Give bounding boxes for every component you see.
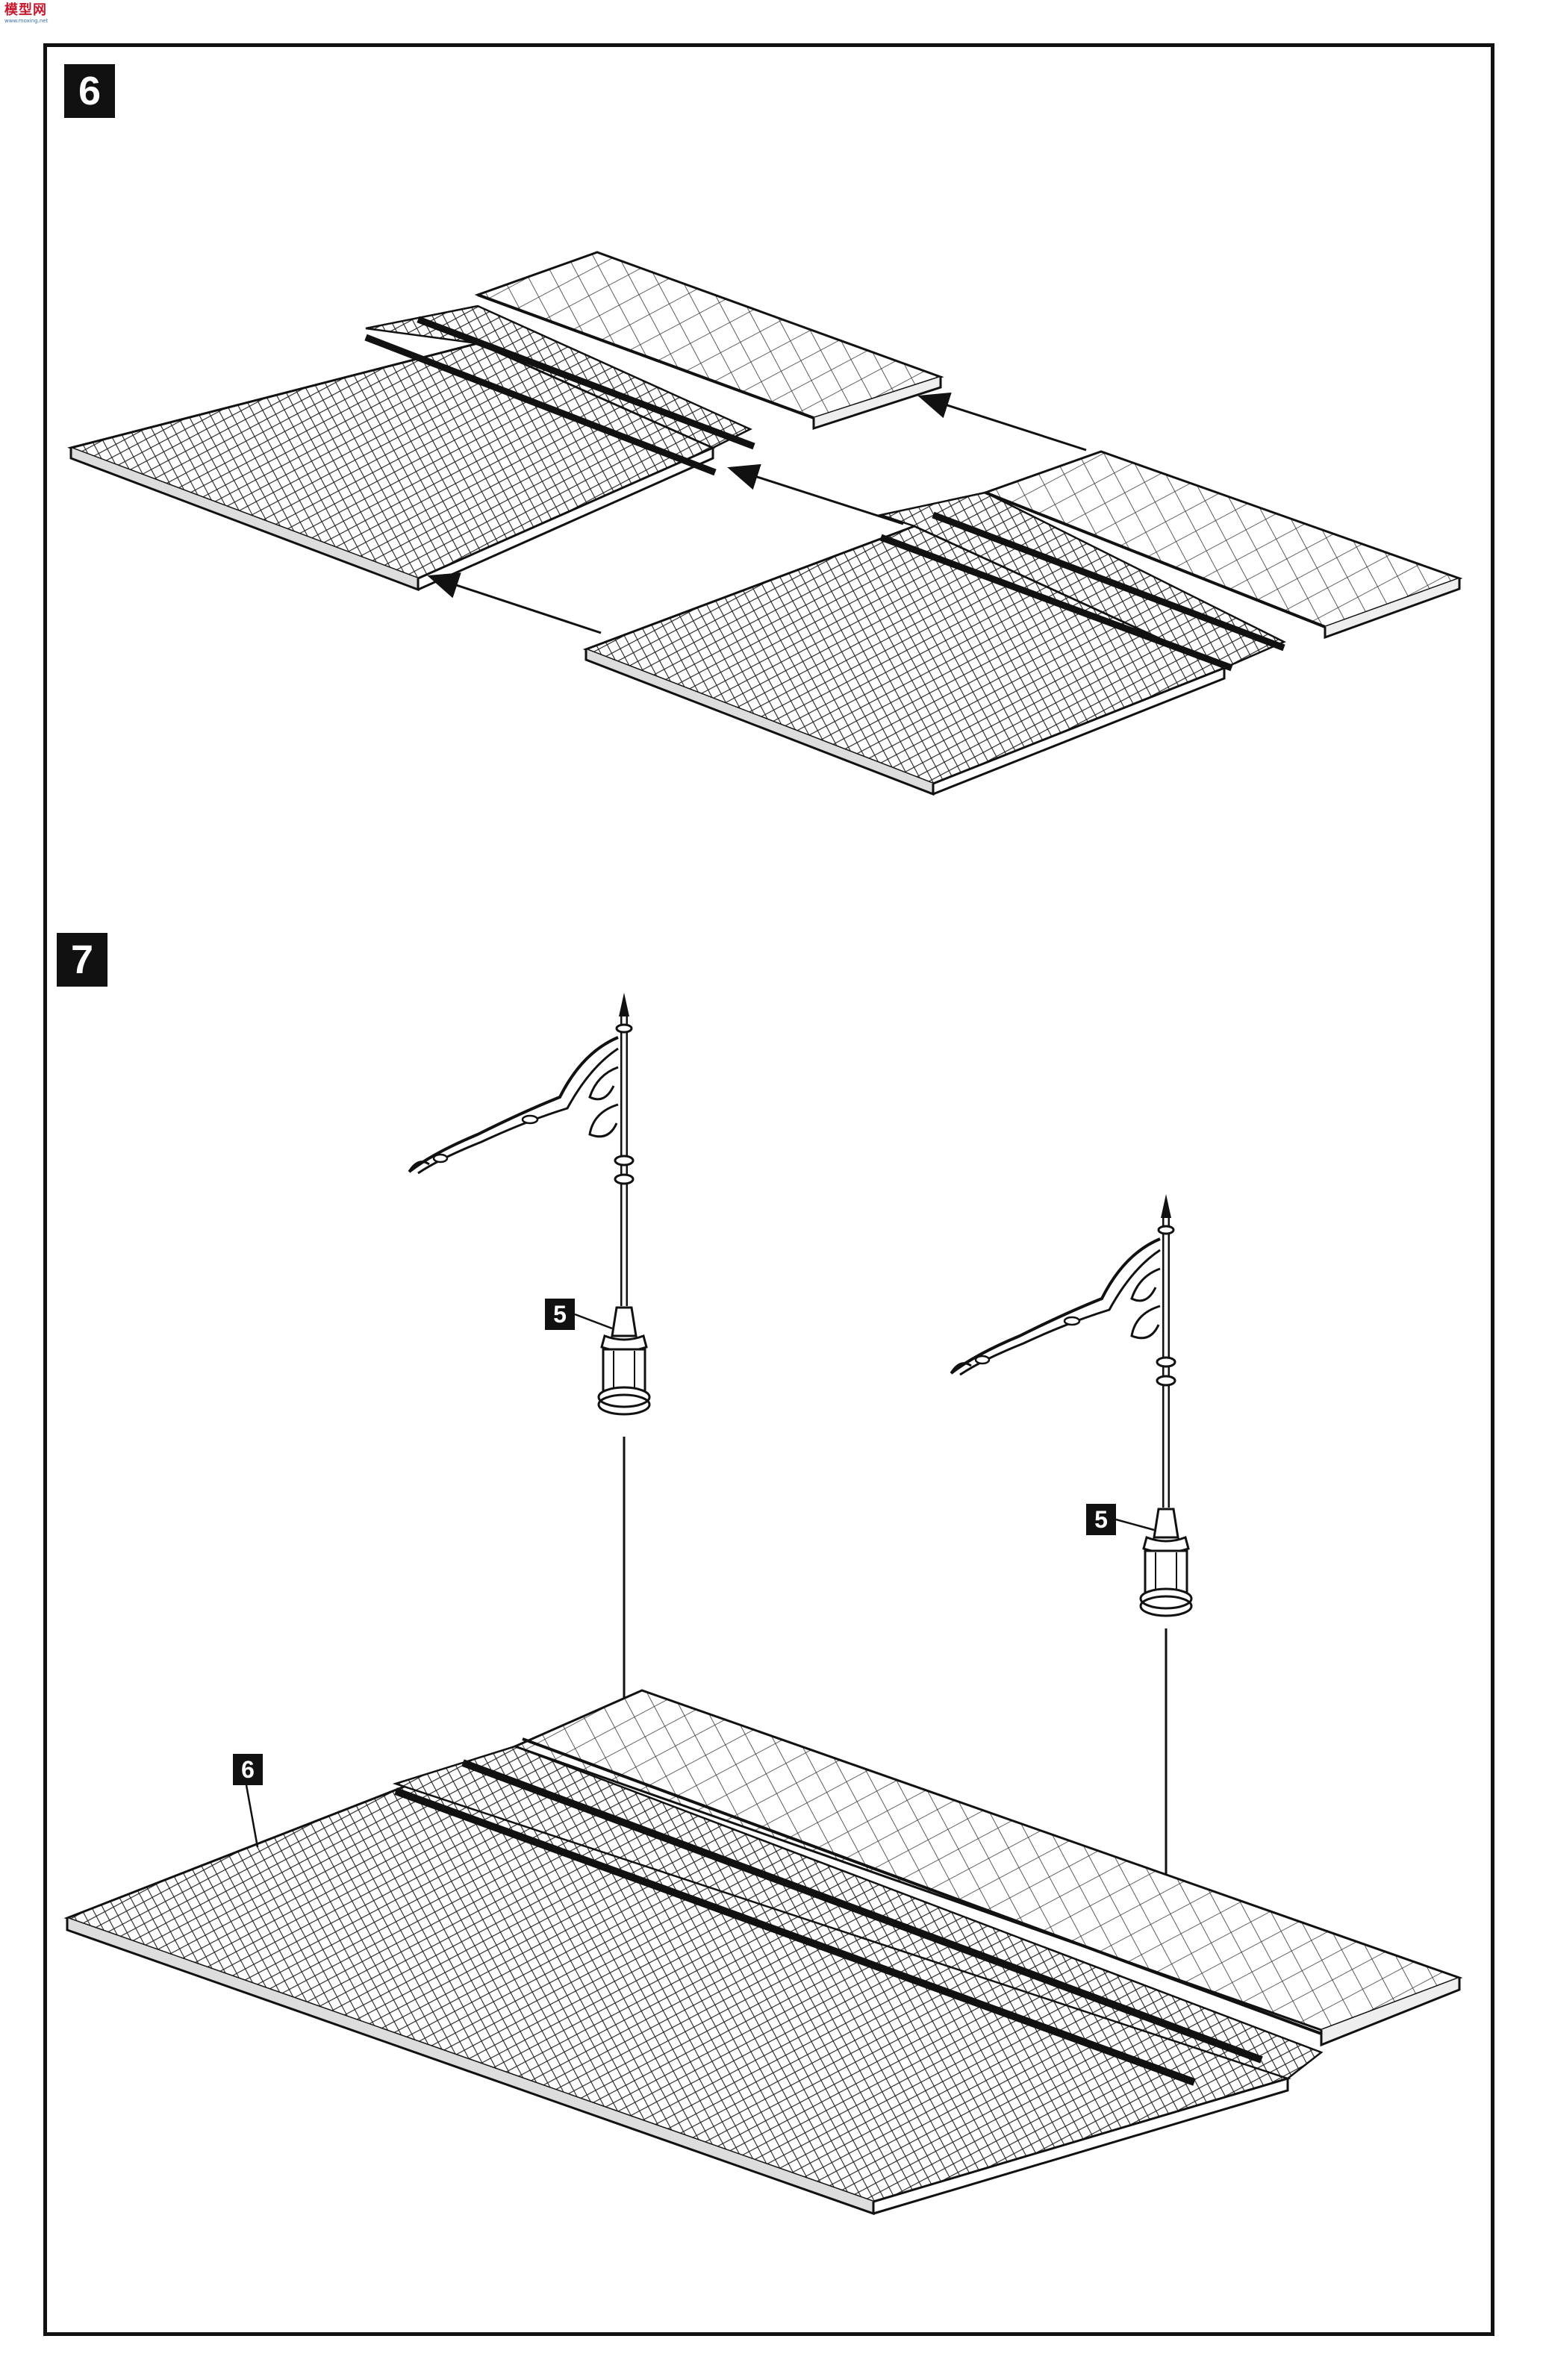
street-lamp-right xyxy=(950,1194,1193,1617)
step-number-6: 6 xyxy=(64,64,115,118)
callout-leader-base xyxy=(245,1784,259,1848)
watermark-logo-text: 模型网 xyxy=(4,2,47,18)
part-callout-lamp-left: 5 xyxy=(545,1299,575,1330)
road-section-lower xyxy=(582,450,1463,796)
watermark-logo: 模型网 www.moxing.net xyxy=(4,3,51,27)
callout-leader-lamp-left xyxy=(574,1313,613,1330)
callout-leader-lamp-right xyxy=(1115,1518,1155,1531)
watermark-url-text: www.moxing.net xyxy=(4,18,49,24)
assembled-base xyxy=(63,1689,1463,2216)
join-arrows xyxy=(427,392,1087,634)
part-callout-base: 6 xyxy=(233,1754,263,1785)
road-section-upper xyxy=(67,251,944,592)
street-lamp-left xyxy=(408,993,651,1416)
step-number-7: 7 xyxy=(57,933,107,987)
page-border-frame xyxy=(43,43,1494,2336)
part-callout-lamp-right: 5 xyxy=(1086,1504,1116,1535)
